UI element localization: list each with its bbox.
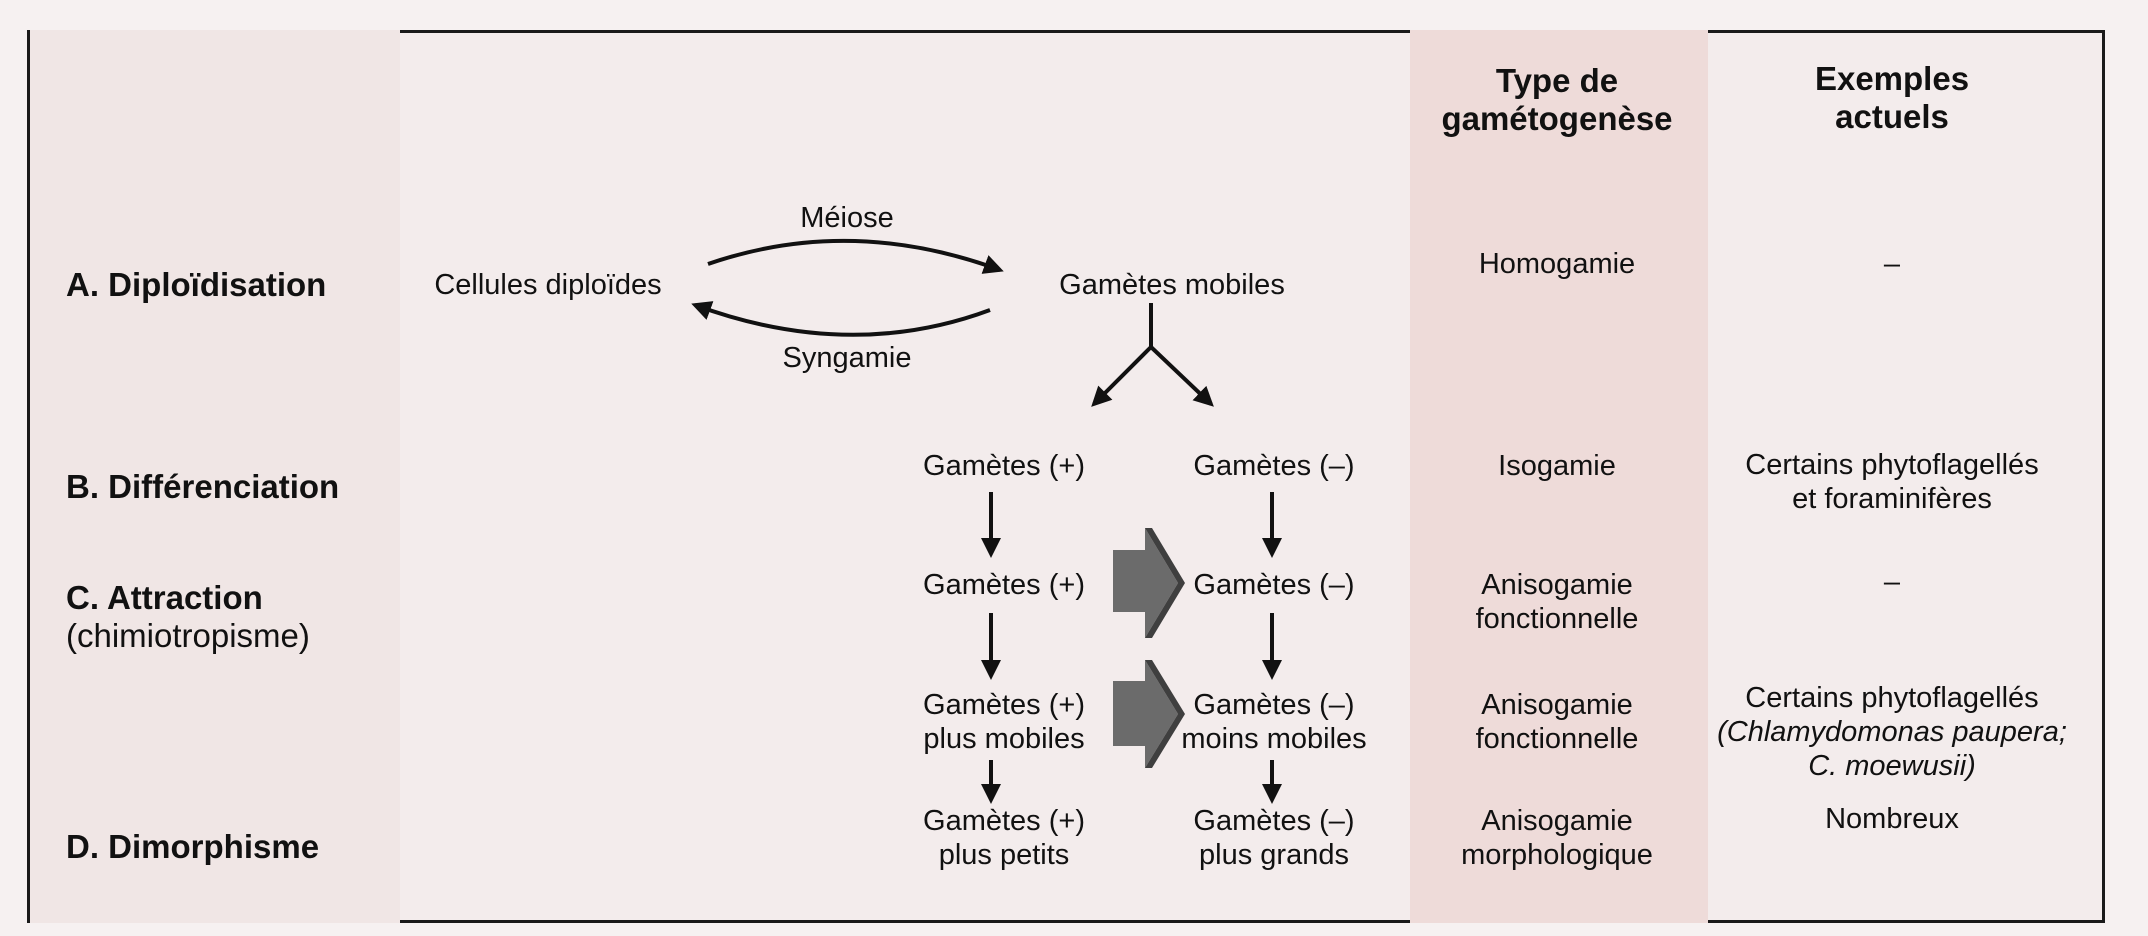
- fork-right-arrow: [1149, 345, 1214, 407]
- d-gametes-plus-line1: Gamètes (+): [923, 805, 1085, 837]
- fork-left-arrow: [1091, 345, 1153, 407]
- type-c: Anisogamie fonctionnelle: [1476, 568, 1639, 636]
- b-gametes-minus: Gamètes (–): [1193, 450, 1355, 482]
- c2-gametes-plus: Gamètes (+) plus mobiles: [923, 688, 1085, 756]
- row-label-c: C. Attraction: [66, 579, 263, 616]
- type-b: Isogamie: [1498, 450, 1616, 482]
- syngamie-label: Syngamie: [782, 342, 912, 374]
- row-label-c-sublabel: (chimiotropisme): [66, 617, 310, 654]
- d-gametes-minus-line1: Gamètes (–): [1193, 805, 1355, 837]
- header-gametogenese-line2: gamétogenèse: [1441, 100, 1673, 137]
- d-gametes-plus-line2: plus petits: [938, 839, 1070, 871]
- example-b: Certains phytoflagellés et foraminifères: [1745, 448, 2038, 516]
- header-gametogenese: Type de gamétogenèse: [1441, 62, 1672, 138]
- c2-gametes-minus: Gamètes (–) moins mobiles: [1181, 688, 1366, 756]
- c-gametes-minus: Gamètes (–): [1193, 569, 1355, 601]
- syngamie-arrow: [691, 301, 991, 337]
- type-c-line1: Anisogamie: [1481, 569, 1633, 601]
- type-d-line1: Anisogamie: [1481, 805, 1633, 837]
- type-c2: Anisogamie fonctionnelle: [1476, 688, 1639, 756]
- meiose-label: Méiose: [800, 202, 894, 234]
- row-label-d: D. Dimorphisme: [66, 828, 320, 865]
- attraction-arrow-1: [1113, 528, 1185, 638]
- example-b-line1: Certains phytoflagellés: [1745, 449, 2039, 481]
- cellules-diploides: Cellules diploïdes: [434, 269, 662, 301]
- type-c-line2: fonctionnelle: [1475, 603, 1639, 635]
- c2-gametes-minus-line2: moins mobiles: [1181, 723, 1367, 755]
- type-c2-line2: fonctionnelle: [1475, 723, 1639, 755]
- type-column-shade: [1410, 30, 1708, 923]
- c2-gametes-plus-line2: plus mobiles: [923, 723, 1085, 755]
- c2-gametes-plus-line1: Gamètes (+): [923, 689, 1085, 721]
- attraction-arrow-2: [1113, 660, 1185, 768]
- left-shade-band: [30, 30, 400, 923]
- row-label-b: B. Différenciation: [66, 468, 340, 505]
- example-c2-line2: (Chlamydomonas paupera;: [1717, 716, 2067, 748]
- header-exemples-line2: actuels: [1835, 98, 1949, 135]
- example-a: –: [1883, 248, 1901, 280]
- meiose-arrow: [707, 238, 1004, 274]
- type-c2-line1: Anisogamie: [1481, 689, 1633, 721]
- example-c2: Certains phytoflagellés (Chlamydomonas p…: [1717, 681, 2067, 783]
- d-gametes-minus-line2: plus grands: [1199, 839, 1349, 871]
- type-a: Homogamie: [1478, 248, 1636, 280]
- d-gametes-plus: Gamètes (+) plus petits: [923, 804, 1085, 872]
- row-label-a: A. Diploïdisation: [66, 266, 327, 303]
- header-exemples-line1: Exemples: [1814, 60, 1970, 97]
- header-exemples: Exemples actuels: [1815, 60, 1969, 136]
- example-b-line2: et foraminifères: [1792, 483, 1992, 515]
- c2-gametes-minus-line1: Gamètes (–): [1193, 689, 1355, 721]
- d-gametes-minus: Gamètes (–) plus grands: [1193, 804, 1354, 872]
- example-d: Nombreux: [1825, 803, 1959, 835]
- c-gametes-plus: Gamètes (+): [923, 569, 1085, 601]
- header-gametogenese-line1: Type de: [1495, 62, 1619, 99]
- b-gametes-plus: Gamètes (+): [923, 450, 1085, 482]
- gametes-mobiles: Gamètes mobiles: [1059, 269, 1285, 301]
- type-d: Anisogamie morphologique: [1461, 804, 1653, 872]
- example-c2-line1: Certains phytoflagellés: [1745, 682, 2039, 714]
- example-c: –: [1883, 566, 1901, 598]
- row-label-c-sub: (chimiotropisme): [66, 617, 310, 655]
- example-c2-line3: C. moewusii): [1808, 750, 1976, 782]
- type-d-line2: morphologique: [1461, 839, 1653, 871]
